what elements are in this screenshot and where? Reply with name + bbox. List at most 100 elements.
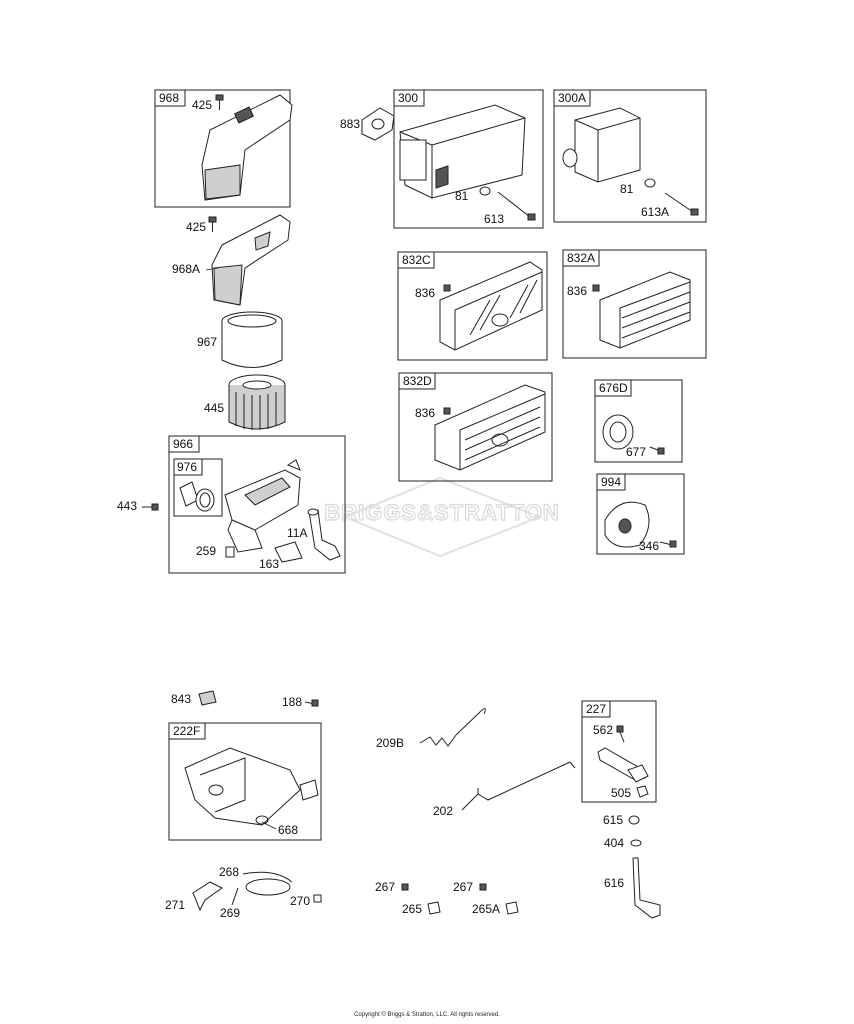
screw-443[interactable]: [142, 503, 159, 511]
part-259[interactable]: [225, 546, 235, 558]
label-81-b: 81: [620, 182, 634, 196]
label-968A: 968A: [172, 262, 200, 276]
lever-271-part[interactable]: [192, 881, 223, 912]
washer-404[interactable]: [630, 839, 642, 847]
guard-832D-part[interactable]: [434, 384, 546, 471]
label-445: 445: [204, 401, 224, 415]
box-label-676D: 676D: [599, 381, 628, 395]
box-300A[interactable]: 300A 81 613A: [553, 89, 707, 223]
box-label-994: 994: [601, 475, 621, 489]
screw-267-a[interactable]: [401, 883, 409, 891]
box-300[interactable]: 300 81 613: [393, 89, 544, 229]
label-836-c: 836: [415, 406, 435, 420]
link-202-part[interactable]: [461, 761, 576, 811]
box-227[interactable]: 227 562 505: [581, 700, 657, 803]
screw-346[interactable]: [659, 540, 677, 548]
screw-562[interactable]: [616, 725, 625, 743]
label-425-a: 425: [192, 98, 212, 112]
label-271: 271: [165, 898, 185, 912]
brand-watermark: BRIGGS&STRATTON: [324, 476, 559, 558]
guard-832A-part[interactable]: [599, 271, 691, 349]
box-994[interactable]: 994 346: [596, 473, 685, 555]
label-11A: 11A: [287, 526, 307, 540]
label-265A: 265A: [472, 902, 500, 916]
label-81-a: 81: [455, 189, 469, 203]
box-222F[interactable]: 222F 668: [168, 722, 322, 841]
screw-267-b[interactable]: [479, 883, 487, 891]
part-265[interactable]: [427, 901, 441, 915]
sleeve-976-part[interactable]: [179, 481, 215, 512]
screw-425-b[interactable]: [208, 216, 217, 232]
label-188: 188: [282, 695, 302, 709]
box-832D[interactable]: 832D 836: [398, 372, 553, 482]
governor-bracket-222F-part[interactable]: [184, 747, 319, 826]
part-265A[interactable]: [505, 901, 519, 915]
screw-188[interactable]: [304, 699, 319, 707]
box-832A[interactable]: 832A 836: [562, 249, 707, 359]
label-209B: 209B: [376, 736, 404, 750]
gasket-883-part[interactable]: [361, 107, 395, 141]
nut-505[interactable]: [636, 785, 649, 798]
screw-677[interactable]: [649, 446, 665, 455]
box-label-300: 300: [398, 91, 418, 105]
label-269: 269: [220, 906, 240, 920]
cover-968-part[interactable]: [201, 94, 293, 201]
label-163: 163: [259, 557, 279, 571]
elbow-11A-part[interactable]: [307, 508, 341, 561]
lever-227-part[interactable]: [597, 747, 649, 783]
label-615: 615: [603, 813, 623, 827]
label-202: 202: [433, 804, 453, 818]
label-443: 443: [117, 499, 137, 513]
screw-836-b[interactable]: [592, 284, 600, 292]
box-label-300A: 300A: [558, 91, 586, 105]
label-836-b: 836: [567, 284, 587, 298]
filter-445-part[interactable]: [228, 374, 286, 430]
label-613: 613: [484, 212, 504, 226]
bolt-613A[interactable]: [664, 192, 699, 216]
box-976[interactable]: 976: [173, 458, 223, 517]
label-267-a: 267: [375, 880, 395, 894]
spark-arrestor-994-part[interactable]: [604, 501, 650, 548]
part-615[interactable]: [628, 815, 640, 825]
precleaner-967-part[interactable]: [221, 311, 283, 368]
box-label-832A: 832A: [567, 251, 595, 265]
label-259: 259: [196, 544, 216, 558]
base-966-part[interactable]: [224, 459, 301, 553]
label-505: 505: [611, 786, 631, 800]
box-966[interactable]: 966 976 259 163 11A: [168, 435, 346, 574]
spring-209B-part[interactable]: [419, 708, 486, 747]
muffler-300A-part[interactable]: [562, 107, 641, 183]
bolt-613[interactable]: [497, 191, 536, 221]
box-832C[interactable]: 832C 836: [397, 251, 548, 361]
label-883: 883: [340, 117, 360, 131]
washer-81-b[interactable]: [644, 178, 656, 188]
label-967: 967: [197, 335, 217, 349]
washer-81-a[interactable]: [479, 186, 491, 196]
shaft-616-part[interactable]: [632, 857, 661, 919]
part-843[interactable]: [198, 690, 217, 706]
label-613A: 613A: [641, 205, 669, 219]
deflector-676D-part[interactable]: [602, 414, 634, 450]
label-677: 677: [626, 445, 646, 459]
label-668: 668: [278, 823, 298, 837]
screw-836-a[interactable]: [443, 284, 451, 292]
guard-832C-part[interactable]: [439, 261, 543, 351]
cable-268-part[interactable]: [242, 871, 293, 896]
box-label-966: 966: [173, 437, 193, 451]
part-269[interactable]: [231, 887, 239, 906]
screw-836-c[interactable]: [443, 407, 451, 415]
screw-425-a[interactable]: [215, 94, 224, 110]
box-label-976: 976: [177, 460, 197, 474]
muffler-300-part[interactable]: [399, 104, 526, 199]
box-968[interactable]: 968 425: [154, 89, 293, 208]
label-268: 268: [219, 865, 239, 879]
cover-968A-part[interactable]: [205, 214, 291, 306]
box-676D[interactable]: 676D 677: [594, 379, 683, 463]
box-label-832C: 832C: [402, 253, 431, 267]
gasket-163-part[interactable]: [274, 541, 303, 563]
copyright-notice: Copyright © Briggs & Stratton, LLC. All …: [354, 1012, 500, 1018]
label-346: 346: [639, 539, 659, 553]
label-270: 270: [290, 894, 310, 908]
part-270[interactable]: [313, 894, 322, 903]
